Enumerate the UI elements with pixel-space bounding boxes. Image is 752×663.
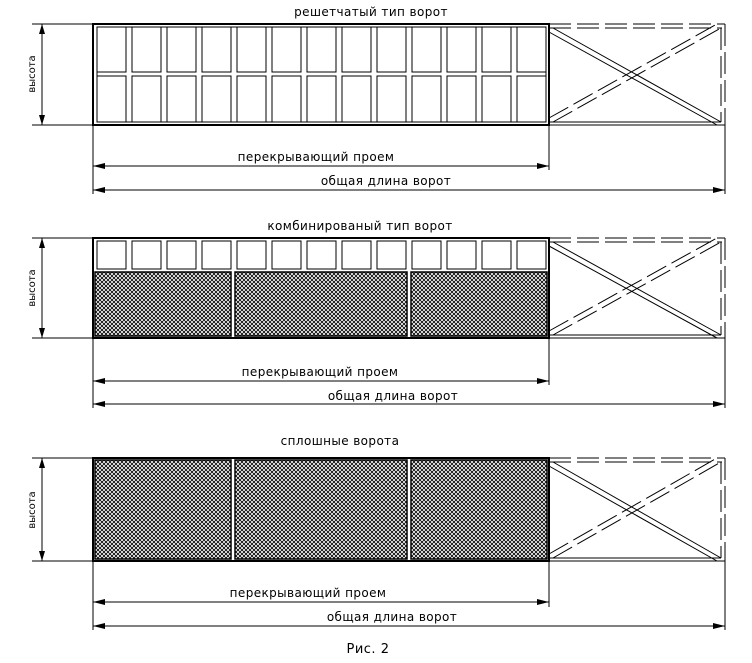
opening-label: перекрывающий проем xyxy=(242,365,399,379)
opening-dimension: перекрывающий проем xyxy=(92,125,550,194)
total-length-label: общая длина ворот xyxy=(327,610,457,624)
opening-label: перекрывающий проем xyxy=(238,150,395,164)
gate-combined: комбинированый тип ворот высота xyxy=(27,219,726,408)
gate-lattice: решетчатый тип ворот высота xyxy=(27,5,726,194)
total-length-label: общая длина ворот xyxy=(321,174,451,188)
cantilever-section xyxy=(548,237,726,339)
solid-panels xyxy=(94,271,548,337)
height-dimension: высота xyxy=(27,457,95,562)
height-label: высота xyxy=(27,491,38,528)
opening-dimension: перекрывающий проем xyxy=(92,561,550,630)
opening-label: перекрывающий проем xyxy=(230,586,387,600)
cantilever-section xyxy=(548,457,726,562)
total-length-dimension: общая длина ворот xyxy=(93,125,726,194)
gate-title: решетчатый тип ворот xyxy=(294,5,448,19)
gate-frame xyxy=(92,237,550,339)
gate-frame xyxy=(92,457,550,562)
gate-frame xyxy=(92,23,550,126)
height-label: высота xyxy=(27,55,38,92)
lattice-panels xyxy=(96,26,547,123)
figure-caption: Рис. 2 xyxy=(347,642,390,657)
solid-panels xyxy=(94,459,548,560)
height-dimension: высота xyxy=(27,23,95,126)
gate-title: комбинированый тип ворот xyxy=(267,219,452,233)
gate-title: сплошные ворота xyxy=(281,434,400,448)
lattice-panels xyxy=(96,240,547,270)
height-dimension: высота xyxy=(27,237,95,339)
opening-dimension: перекрывающий проем xyxy=(92,338,550,408)
height-label: высота xyxy=(27,269,38,306)
total-length-label: общая длина ворот xyxy=(328,389,458,403)
gate-solid: сплошные ворота высота xyxy=(27,434,726,630)
total-length-dimension: общая длина ворот xyxy=(93,561,726,630)
total-length-dimension: общая длина ворот xyxy=(93,338,726,408)
cantilever-section xyxy=(548,23,726,126)
